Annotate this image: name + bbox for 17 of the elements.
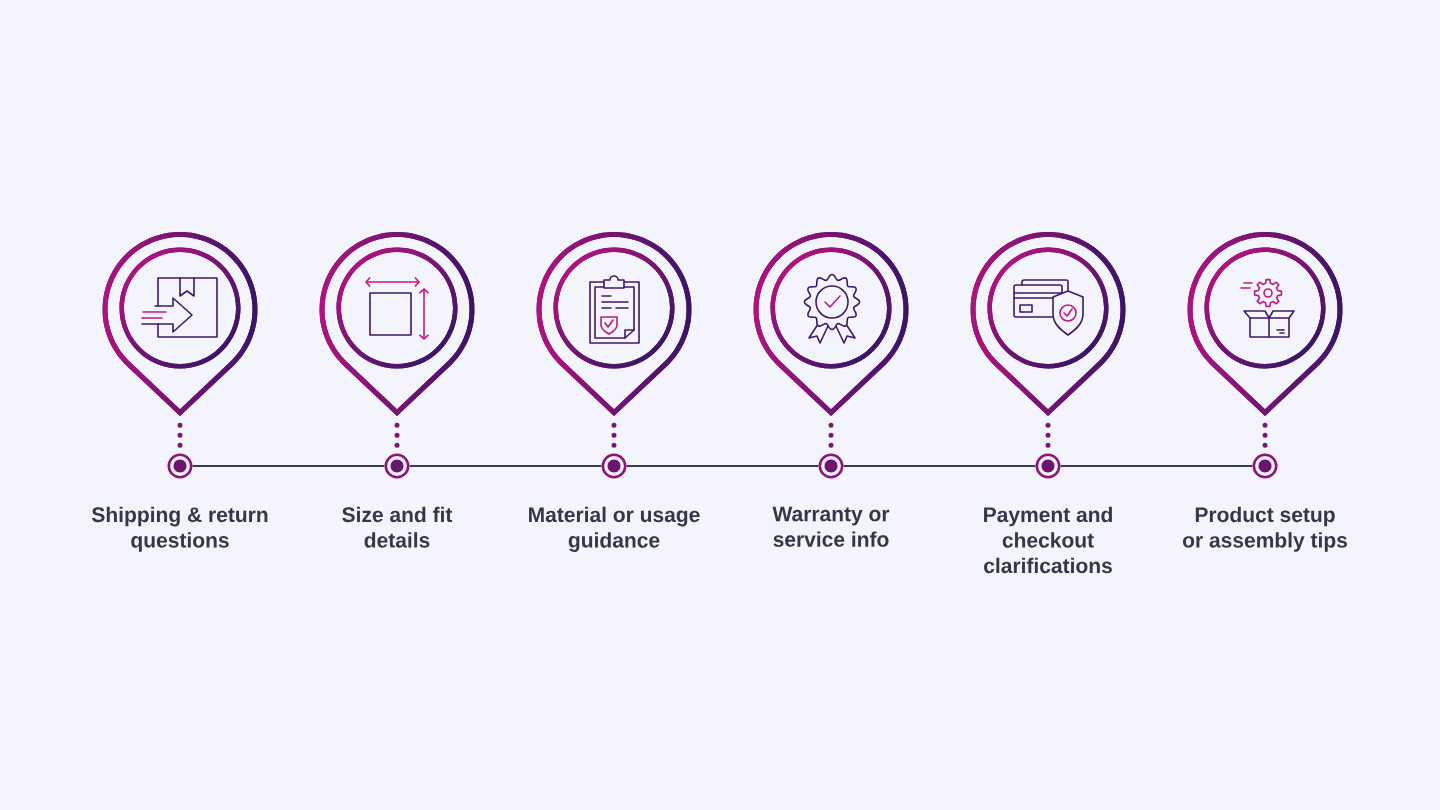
step-label: Size and fit details — [342, 506, 453, 548]
timeline-line — [842, 465, 1037, 467]
timeline-marker — [384, 453, 410, 479]
timeline-line — [625, 465, 820, 467]
step-label: Product setup or assembly tips — [1183, 506, 1347, 552]
timeline-marker — [167, 453, 193, 479]
step-label: Shipping & return questions — [91, 506, 268, 552]
timeline-marker — [818, 453, 844, 479]
timeline-line — [1059, 465, 1254, 467]
timeline-line — [191, 465, 386, 467]
step-label: Warranty or service info — [772, 506, 890, 547]
step-label: Material or usage guidance — [529, 506, 700, 552]
timeline-marker — [1035, 453, 1061, 479]
step-label: Payment and checkout clarifications — [984, 506, 1112, 574]
timeline-line — [408, 465, 603, 467]
timeline-marker — [601, 453, 627, 479]
timeline-marker — [1252, 453, 1278, 479]
